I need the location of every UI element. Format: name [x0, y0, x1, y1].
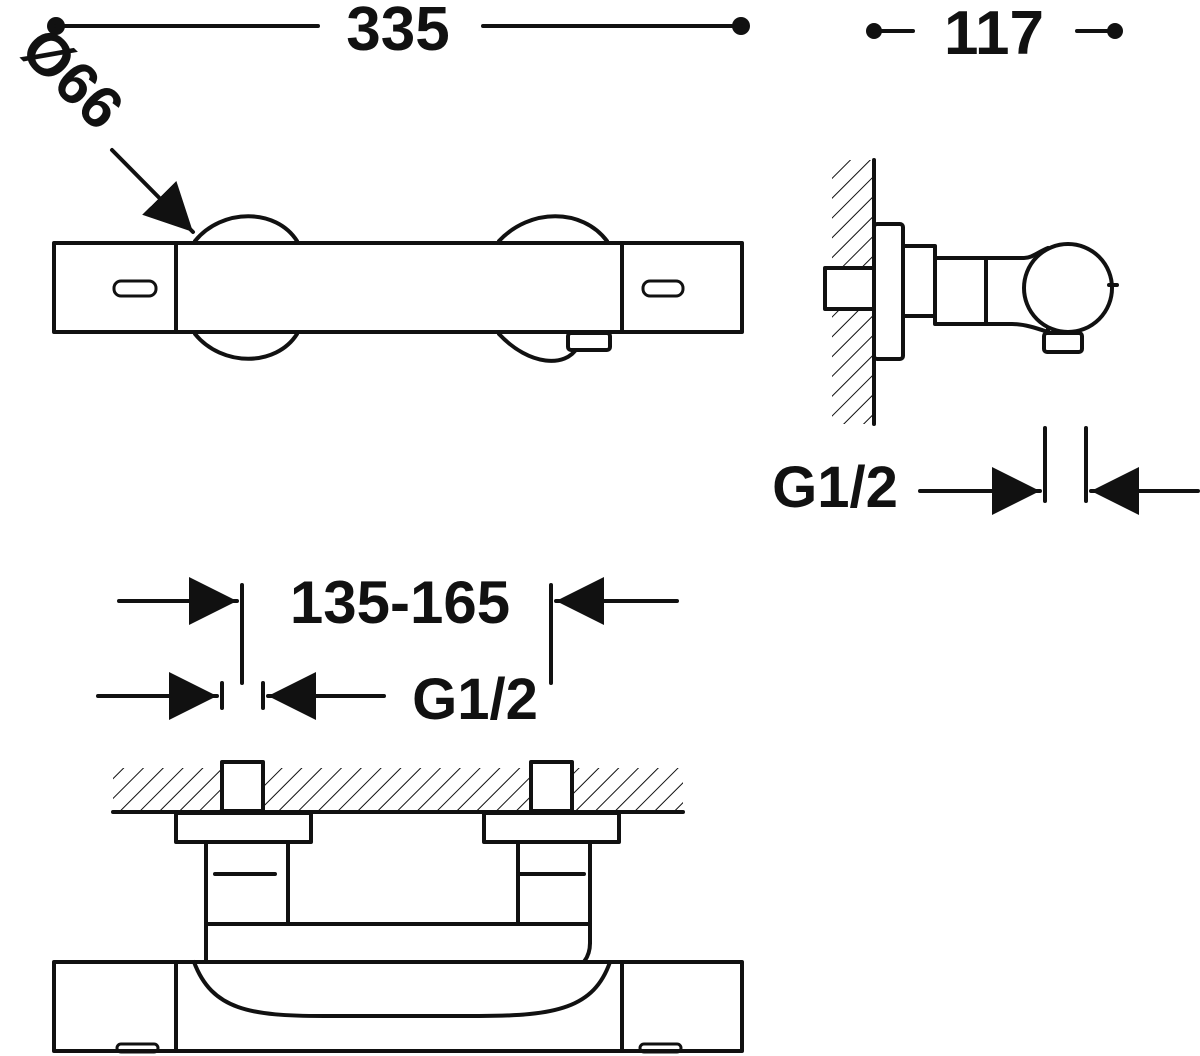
dimension-diameter: Ø66 [9, 15, 195, 234]
left-wall-flange-bottom-view [174, 811, 313, 844]
right-handle-slot-icon [641, 279, 685, 298]
diameter-leader [110, 148, 195, 234]
right-wall-flange-bottom [497, 332, 579, 363]
side-wall-flange [872, 222, 905, 361]
right-pipe-stub [529, 760, 574, 813]
left-handle-slot-icon [112, 279, 158, 298]
depth-label: 117 [944, 0, 1044, 68]
bottom-view [52, 760, 744, 1054]
dimension-overall-length: 335 [47, 0, 750, 64]
side-thread-label: G1/2 [772, 455, 898, 520]
side-body-profile [901, 244, 937, 318]
right-wall-flange-bottom-view [482, 811, 621, 844]
front-outlet [566, 331, 612, 352]
left-wall-flange-bottom [193, 332, 299, 361]
side-view [823, 158, 1119, 426]
dimension-side-thread: G1/2 [772, 426, 1200, 520]
bottom-thread-label: G1/2 [412, 667, 538, 732]
bottom-wall-hatching [113, 768, 683, 811]
side-cartridge [1022, 242, 1114, 334]
dimension-depth: 117 [866, 0, 1123, 68]
bottom-center-curve [192, 960, 612, 1018]
diameter-label: Ø66 [9, 15, 137, 143]
dimension-bottom-thread: G1/2 [96, 667, 538, 732]
mixer-body-front [52, 241, 744, 334]
mixer-body-bottom [52, 960, 744, 1053]
side-pipe-stub [823, 266, 876, 311]
right-wall-flange-top [497, 214, 609, 243]
front-view [52, 214, 744, 363]
bottom-left-foot [115, 1042, 160, 1054]
bottom-body-bridge [204, 922, 592, 964]
left-pipe-stub [220, 760, 265, 813]
side-outlet [1042, 331, 1084, 354]
dimension-center-distance: 135-165 [117, 569, 679, 685]
center-distance-label: 135-165 [290, 569, 510, 636]
overall-length-label: 335 [346, 0, 449, 64]
bottom-right-foot [638, 1042, 683, 1054]
left-wall-flange-top [193, 214, 299, 243]
